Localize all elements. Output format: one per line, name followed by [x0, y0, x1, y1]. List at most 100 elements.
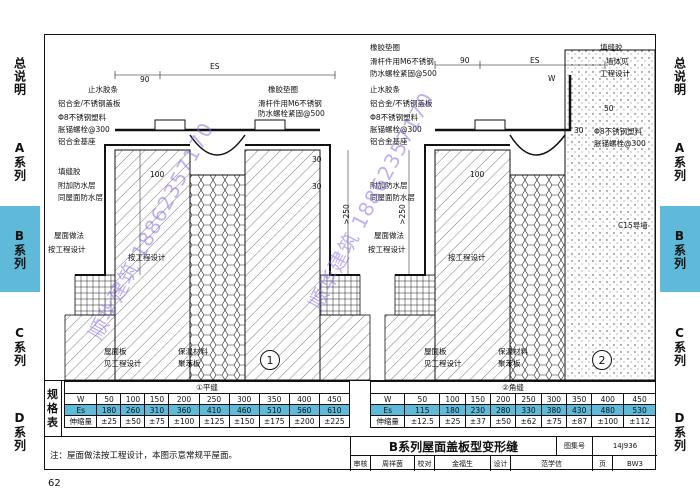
atlas-no: 14J936 — [593, 437, 657, 456]
l-dim-100: 100 — [150, 170, 165, 179]
l-eng: 按工程设计 — [128, 253, 166, 262]
spec-cell: 180 — [96, 404, 122, 416]
side-tab-a-r[interactable]: A系列 — [672, 140, 687, 182]
spec-cell: ±125 — [198, 415, 230, 428]
spec-cell: ±150 — [228, 415, 260, 428]
spec-cell: 230 — [464, 404, 492, 416]
r-seal: 填缝胶 — [600, 43, 623, 52]
page-number: 62 — [48, 478, 61, 489]
r-insul: 保温材料 — [498, 347, 528, 356]
check-name: 金福生 — [435, 456, 491, 471]
note: 注：屋面做法按工程设计，本图示意常规平屋面。 — [50, 451, 238, 461]
spec-cell: ±75 — [144, 415, 170, 428]
atlas-label: 图集号 — [557, 437, 593, 456]
spec-cell: ±37 — [464, 415, 492, 428]
r-rubber-pad: 橡胶垫圈 — [370, 43, 400, 52]
spec-cell: 480 — [591, 404, 625, 416]
spec-cell: 260 — [120, 404, 146, 416]
spec-cell: ±112 — [623, 415, 656, 428]
side-tab-general[interactable]: 总说明 — [12, 56, 27, 96]
side-tab-a[interactable]: A系列 — [12, 140, 27, 182]
l-stop-water: 止水胶条 — [88, 85, 118, 94]
r-dim-w: W — [548, 74, 556, 83]
r-pipe: Φ8不锈钢塑料 — [370, 113, 419, 122]
spec-cell: 250 — [198, 393, 230, 405]
l-dim-30: 30 — [312, 155, 322, 164]
spec-cell: 430 — [566, 404, 593, 416]
side-tab-c[interactable]: C系列 — [12, 325, 27, 367]
spec-cell: Es — [63, 404, 98, 416]
l-base: 铝合金基座 — [58, 137, 96, 146]
side-tab-b-r[interactable]: B系列 — [660, 206, 700, 292]
spec-cell: Es — [369, 404, 406, 416]
design-label: 设计 — [491, 456, 511, 471]
spec-cell: 200 — [168, 393, 200, 405]
r-dim-250: >250 — [397, 204, 407, 225]
right-side-tabs: 总说明 A系列 B系列 C系列 D系列 — [657, 36, 700, 466]
r-anchor: 胀锚螺栓@300 — [370, 125, 422, 134]
l-pipe: Φ8不锈钢塑料 — [58, 113, 107, 122]
spec-cell: 510 — [258, 404, 290, 416]
spec-cell: 300 — [228, 393, 260, 405]
spec-cell: 100 — [120, 393, 146, 405]
spec-label: 规 格 表 — [44, 381, 62, 437]
spec-cell: 伸缩量 — [369, 415, 406, 428]
spec-cell: 350 — [566, 393, 593, 405]
spec-cell: 450 — [318, 393, 351, 405]
side-tab-b[interactable]: B系列 — [0, 206, 40, 292]
spec-cell: ±100 — [168, 415, 200, 428]
spec-cell: 460 — [228, 404, 260, 416]
title-block-grid: B系列屋面盖板型变形缝 图集号 14J936 审核 周祥茵 校对 金福生 设计 … — [350, 437, 657, 471]
side-tab-c-r[interactable]: C系列 — [672, 325, 687, 367]
r-slide: 滑杆件用M6不锈钢 — [370, 57, 434, 66]
r-roof-board: 屋面板 — [424, 347, 447, 356]
side-tab-d-r[interactable]: D系列 — [672, 410, 687, 452]
r-insul2: 聚苯板 — [498, 359, 521, 368]
spec-cell: 450 — [623, 393, 656, 405]
l-circle: 1 — [260, 350, 280, 370]
review-label: 审核 — [351, 456, 371, 471]
left-side-tabs: 总说明 A系列 B系列 C系列 D系列 — [0, 36, 43, 466]
spec-cell: W — [369, 393, 406, 405]
title-block: 注：屋面做法按工程设计，本图示意常规平屋面。 B系列屋面盖板型变形缝 图集号 1… — [44, 436, 657, 471]
l-anchor: 胀锚螺栓@300 — [58, 125, 110, 134]
spec-cell: 410 — [198, 404, 230, 416]
l-dim-30b: 30 — [312, 182, 322, 191]
spec-cell: 250 — [515, 393, 542, 405]
spec-cell: ±225 — [318, 415, 351, 428]
spec-cell: ±100 — [591, 415, 625, 428]
spec-cell: ±87 — [566, 415, 593, 428]
r-dim-50: 50 — [604, 104, 614, 113]
r-plate: 铝合金/不锈钢盖板 — [370, 99, 433, 108]
spec-cell: ±50 — [120, 415, 146, 428]
l-add-layer: 附加防水层 — [58, 181, 96, 190]
spec-cell: 280 — [489, 404, 517, 416]
l-roof-board: 屋面板 — [104, 347, 127, 356]
r-pipe2: Φ8不锈钢塑料 — [594, 127, 643, 136]
r-roof-board2: 见工程设计 — [424, 359, 462, 368]
page-label: 页 — [593, 456, 613, 471]
r-wall2: 工程设计 — [600, 69, 630, 78]
spec-cell: ±62 — [515, 415, 542, 428]
r-wall: 墙体见 — [606, 57, 629, 66]
r-dim-100: 100 — [470, 170, 485, 179]
r-circle: 2 — [592, 350, 612, 370]
l-slide: 滑杆件用M6不锈钢 — [258, 99, 322, 108]
spec-cell: 150 — [144, 393, 170, 405]
spec-cell: ±50 — [489, 415, 517, 428]
detail-2 — [384, 49, 655, 380]
l-insul: 保温材料 — [178, 347, 208, 356]
spec-cell: ±25 — [439, 415, 466, 428]
l-same-layer: 同屋面防水层 — [58, 193, 103, 202]
drawing-title: B系列屋面盖板型变形缝 — [351, 437, 557, 456]
spec-cell: 350 — [258, 393, 290, 405]
side-tab-d[interactable]: D系列 — [12, 410, 27, 452]
spec-cell: 115 — [404, 404, 441, 416]
spec-cell: 150 — [464, 393, 492, 405]
spec-cell: 310 — [144, 404, 170, 416]
r-roof-eng: 按工程设计 — [368, 245, 406, 254]
side-tab-general-r[interactable]: 总说明 — [672, 56, 687, 96]
